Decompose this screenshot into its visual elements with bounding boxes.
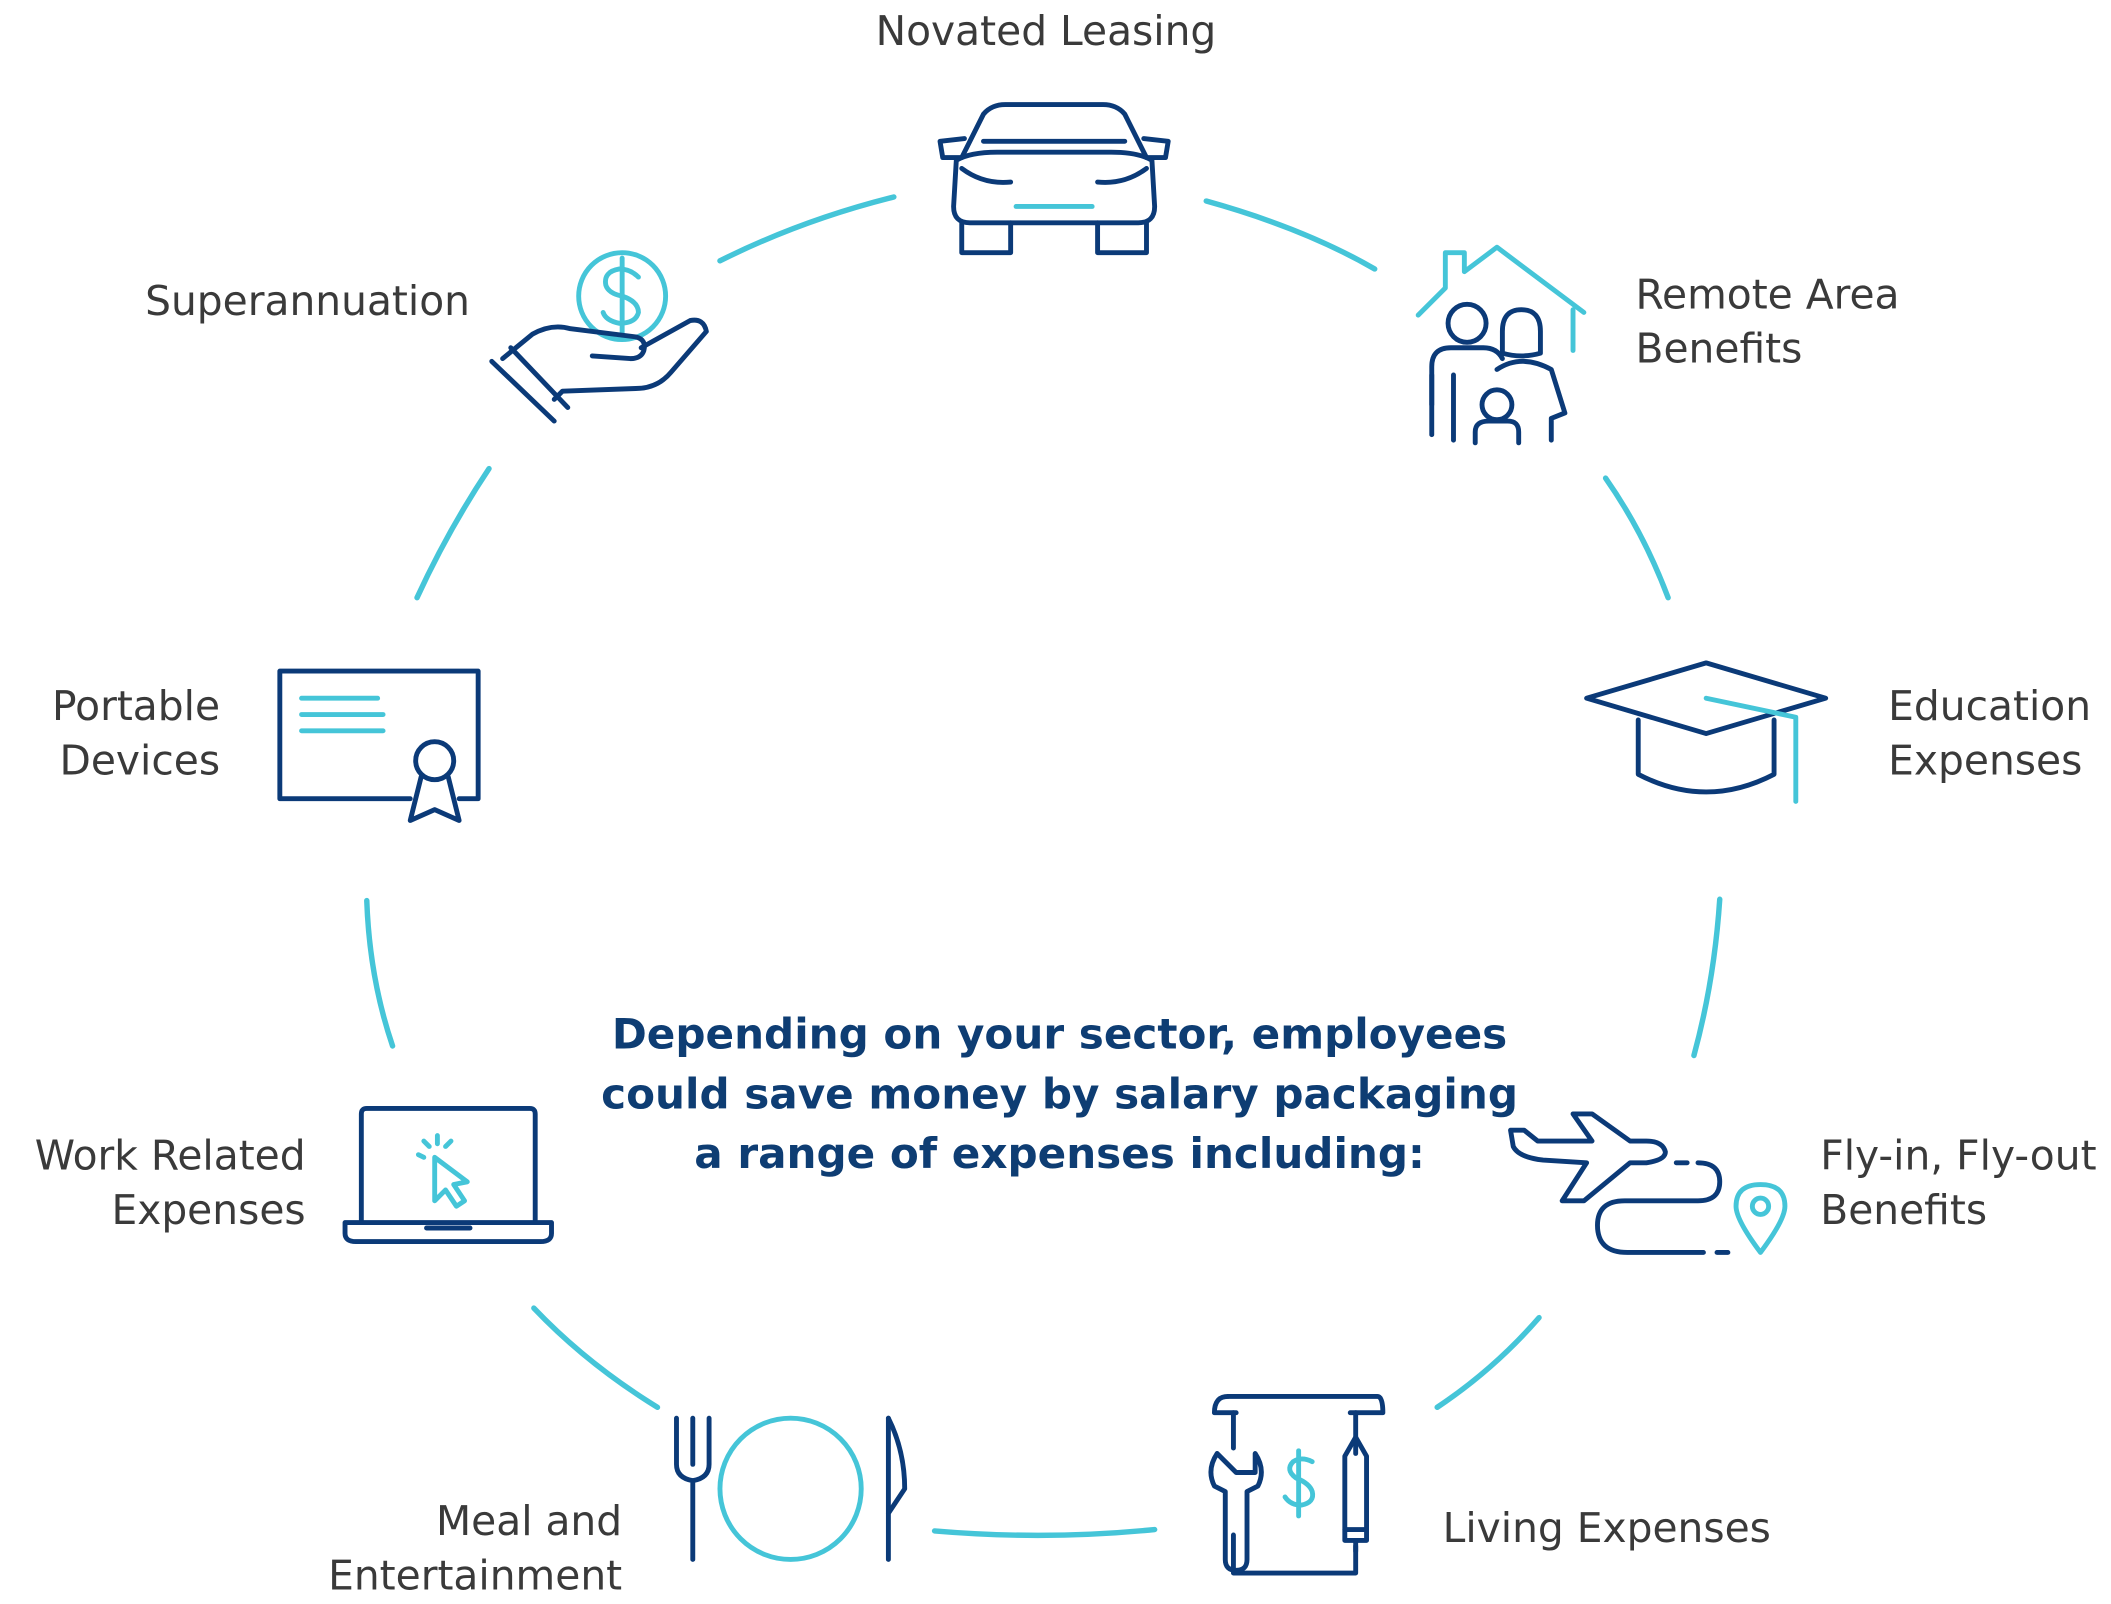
label-line: Work Related xyxy=(34,1132,306,1181)
label-line: Remote Area xyxy=(1635,271,1900,320)
certificate-icon xyxy=(274,666,483,829)
label-line: Benefits xyxy=(1820,1187,1988,1235)
label-superannuation: Superannuation xyxy=(82,276,471,330)
center-heading-line: could save money by salary packaging xyxy=(601,1070,1518,1120)
plate-cutlery-icon xyxy=(671,1410,916,1568)
car-icon xyxy=(935,101,1174,259)
label-novated-leasing: Novated Leasing xyxy=(842,5,1250,59)
label-line: Expenses xyxy=(111,1187,306,1235)
label-meal-and-entertainment: Meal and Entertainment xyxy=(272,1496,622,1604)
label-line: Living Expenses xyxy=(1442,1505,1771,1553)
label-line: Fly-in, Fly-out xyxy=(1820,1132,2097,1181)
ring-arc xyxy=(931,1526,1158,1539)
label-line: Devices xyxy=(59,737,221,786)
tools-document-icon xyxy=(1204,1388,1389,1581)
label-portable-devices: Portable Devices xyxy=(0,681,220,790)
center-heading: Depending on your sector, employees coul… xyxy=(571,1005,1549,1184)
label-line: Portable xyxy=(52,683,221,731)
ring-arc xyxy=(1602,475,1671,601)
center-heading-line: a range of expenses including: xyxy=(694,1130,1425,1180)
label-living-expenses: Living Expenses xyxy=(1443,1502,1771,1556)
label-line: Superannuation xyxy=(145,278,471,327)
label-line: Benefits xyxy=(1635,326,1803,374)
label-work-related-expenses: Work Related Expenses xyxy=(0,1130,306,1239)
label-line: Expenses xyxy=(1888,737,2083,786)
ring-arc xyxy=(717,194,897,264)
hand-money-icon xyxy=(486,247,711,437)
plane-route-icon xyxy=(1505,1111,1793,1266)
ring-arc xyxy=(414,465,492,601)
label-line: Novated Leasing xyxy=(875,8,1217,56)
label-line: Meal and xyxy=(435,1498,623,1546)
label-line: Entertainment xyxy=(328,1552,623,1601)
label-education-expenses: Education Expenses xyxy=(1888,681,2091,790)
center-heading-line: Depending on your sector, employees xyxy=(611,1010,1508,1060)
ring-arc xyxy=(1691,896,1723,1059)
ring-arc xyxy=(1203,198,1378,272)
label-line: Education xyxy=(1888,683,2092,731)
graduation-cap-icon xyxy=(1581,657,1834,809)
label-fly-in-fly-out-benefits: Fly-in, Fly-out Benefits xyxy=(1820,1130,2096,1239)
ring-arc xyxy=(364,897,396,1049)
laptop-icon xyxy=(340,1103,557,1247)
ring-arc xyxy=(1434,1314,1542,1411)
family-house-icon xyxy=(1413,245,1590,449)
ring-arc xyxy=(531,1305,661,1411)
label-remote-area-benefits: Remote Area Benefits xyxy=(1636,269,1900,378)
